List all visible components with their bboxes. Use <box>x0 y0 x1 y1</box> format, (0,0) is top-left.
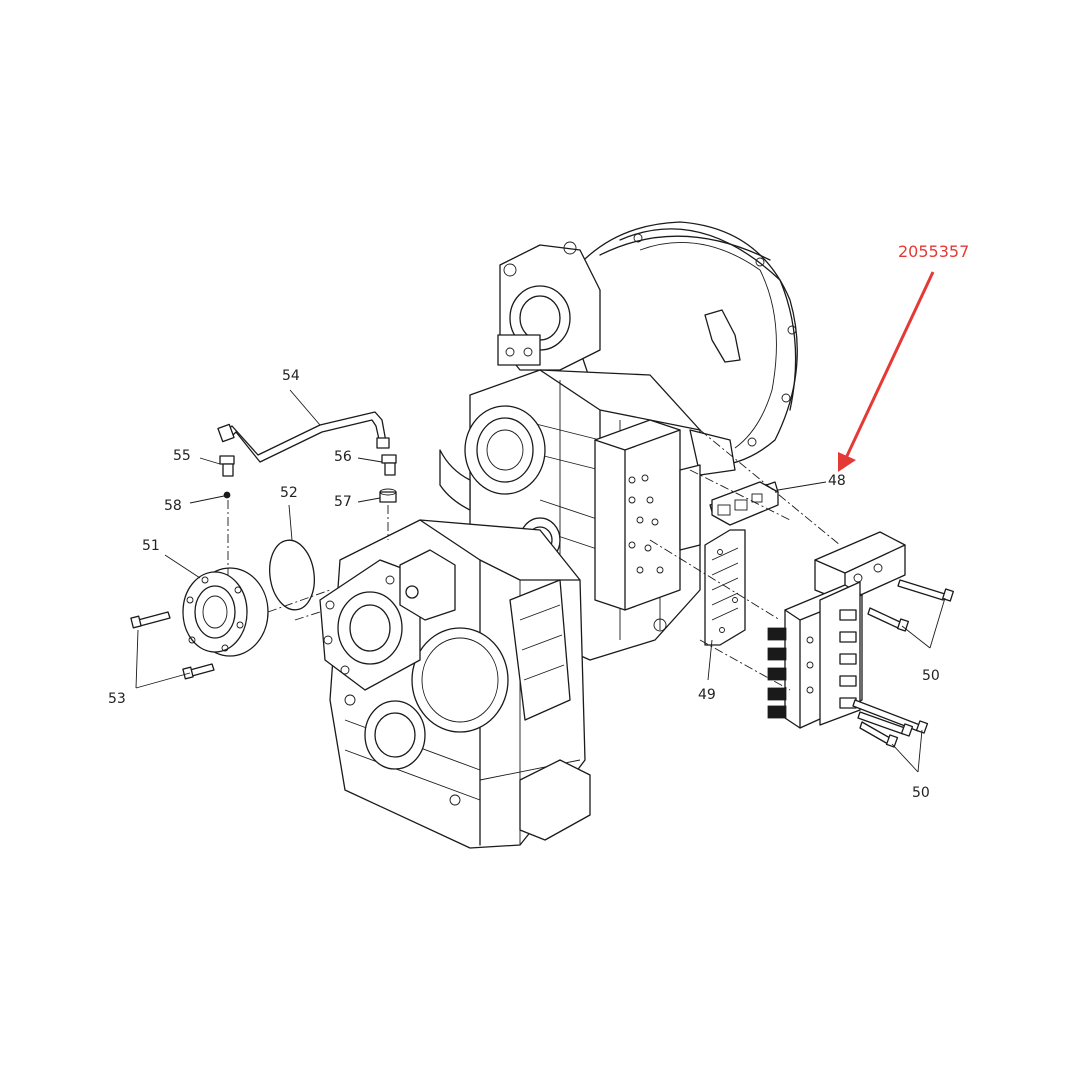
upper-flange-housing <box>497 241 601 371</box>
part-49-plate <box>704 529 746 646</box>
label-part-51: 51 <box>142 538 160 554</box>
part-52-gasket <box>269 539 315 611</box>
label-part-53: 53 <box>108 691 126 707</box>
label-part-49: 49 <box>698 687 716 703</box>
assembly-lines <box>227 429 841 691</box>
callout-part-number: 2055357 <box>898 242 970 261</box>
lower-gear-case <box>319 519 591 849</box>
part-50-bolts-lower <box>852 699 929 748</box>
part-53-bolts <box>130 611 215 680</box>
label-part-55: 55 <box>173 448 191 464</box>
label-part-50-upper: 50 <box>922 668 940 684</box>
part-56-fitting <box>381 454 397 476</box>
part-55-fitting <box>219 455 235 477</box>
control-valve-block <box>767 531 906 729</box>
label-part-57: 57 <box>334 494 352 510</box>
label-part-56: 56 <box>334 449 352 465</box>
part-54-tube <box>217 411 390 463</box>
part-57-plug <box>379 488 397 503</box>
leader-lines <box>135 389 946 773</box>
label-part-50-lower: 50 <box>912 785 930 801</box>
label-part-48: 48 <box>828 473 846 489</box>
label-part-52: 52 <box>280 485 298 501</box>
valve-body <box>594 419 701 611</box>
part-48-gasket-plate <box>709 481 779 526</box>
part-50-bolts-upper <box>867 579 954 632</box>
part-51-flange <box>182 567 269 657</box>
callout-arrow <box>838 271 935 472</box>
part-58-pin <box>223 491 231 499</box>
label-part-54: 54 <box>282 368 300 384</box>
label-part-58: 58 <box>164 498 182 514</box>
